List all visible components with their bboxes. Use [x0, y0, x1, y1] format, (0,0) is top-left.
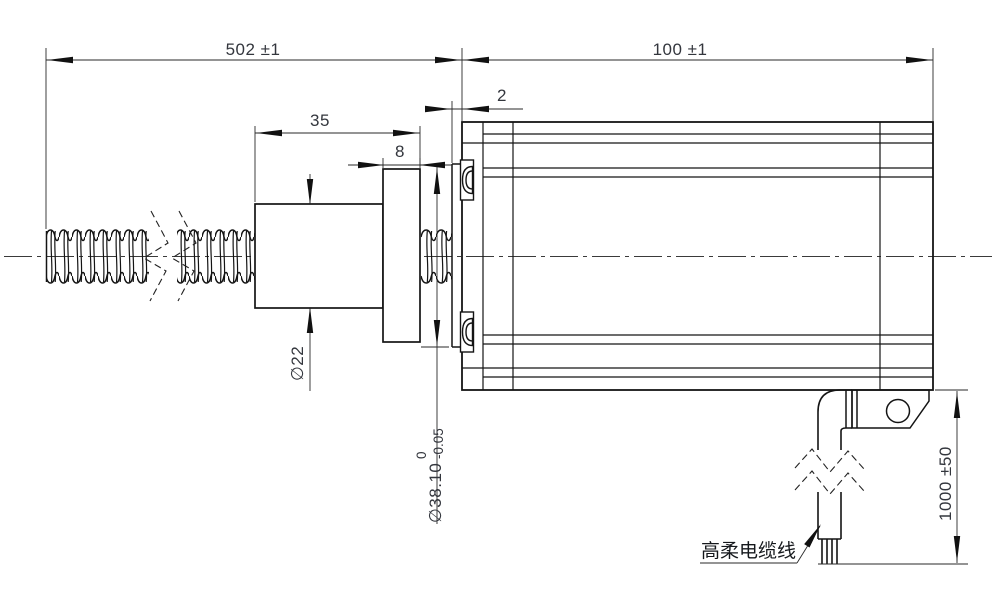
motor-body [461, 121, 934, 391]
mounting-slot-bottom [459, 311, 475, 353]
cable-connector [845, 389, 930, 429]
flange-disc [382, 168, 421, 343]
dim-shaft-diameter-label: ∅22 [288, 346, 307, 381]
dim-cable-length-label: 1000 ±50 [936, 446, 955, 521]
dim-motor-length-label: 100 ±1 [653, 40, 708, 59]
dim-screw-length-label: 502 ±1 [226, 40, 281, 59]
dim-flange-thickness-label: 8 [395, 142, 405, 161]
dim-pilot-diameter-group: ∅38.10 0 -0.05 [414, 428, 446, 523]
screw-break-symbol [142, 210, 197, 302]
lead-screw [45, 229, 452, 284]
cable-break-symbol [794, 448, 865, 495]
dim-pilot-diameter-label: ∅38.10 [426, 463, 445, 523]
mounting-slot-top [459, 159, 475, 201]
dim-pilot-protrusion-label: 2 [497, 86, 507, 105]
shaft-cylinder [254, 203, 384, 309]
cable-leader [700, 522, 824, 564]
cable-type-label: 高柔电缆线 [701, 540, 796, 562]
dim-pilot-tol-upper-label: 0 [414, 451, 429, 459]
cable [817, 389, 852, 564]
dim-pilot-tol-lower-label: -0.05 [431, 428, 446, 459]
dimension-lines [45, 48, 968, 565]
dim-shaft-section-label: 35 [310, 111, 330, 130]
